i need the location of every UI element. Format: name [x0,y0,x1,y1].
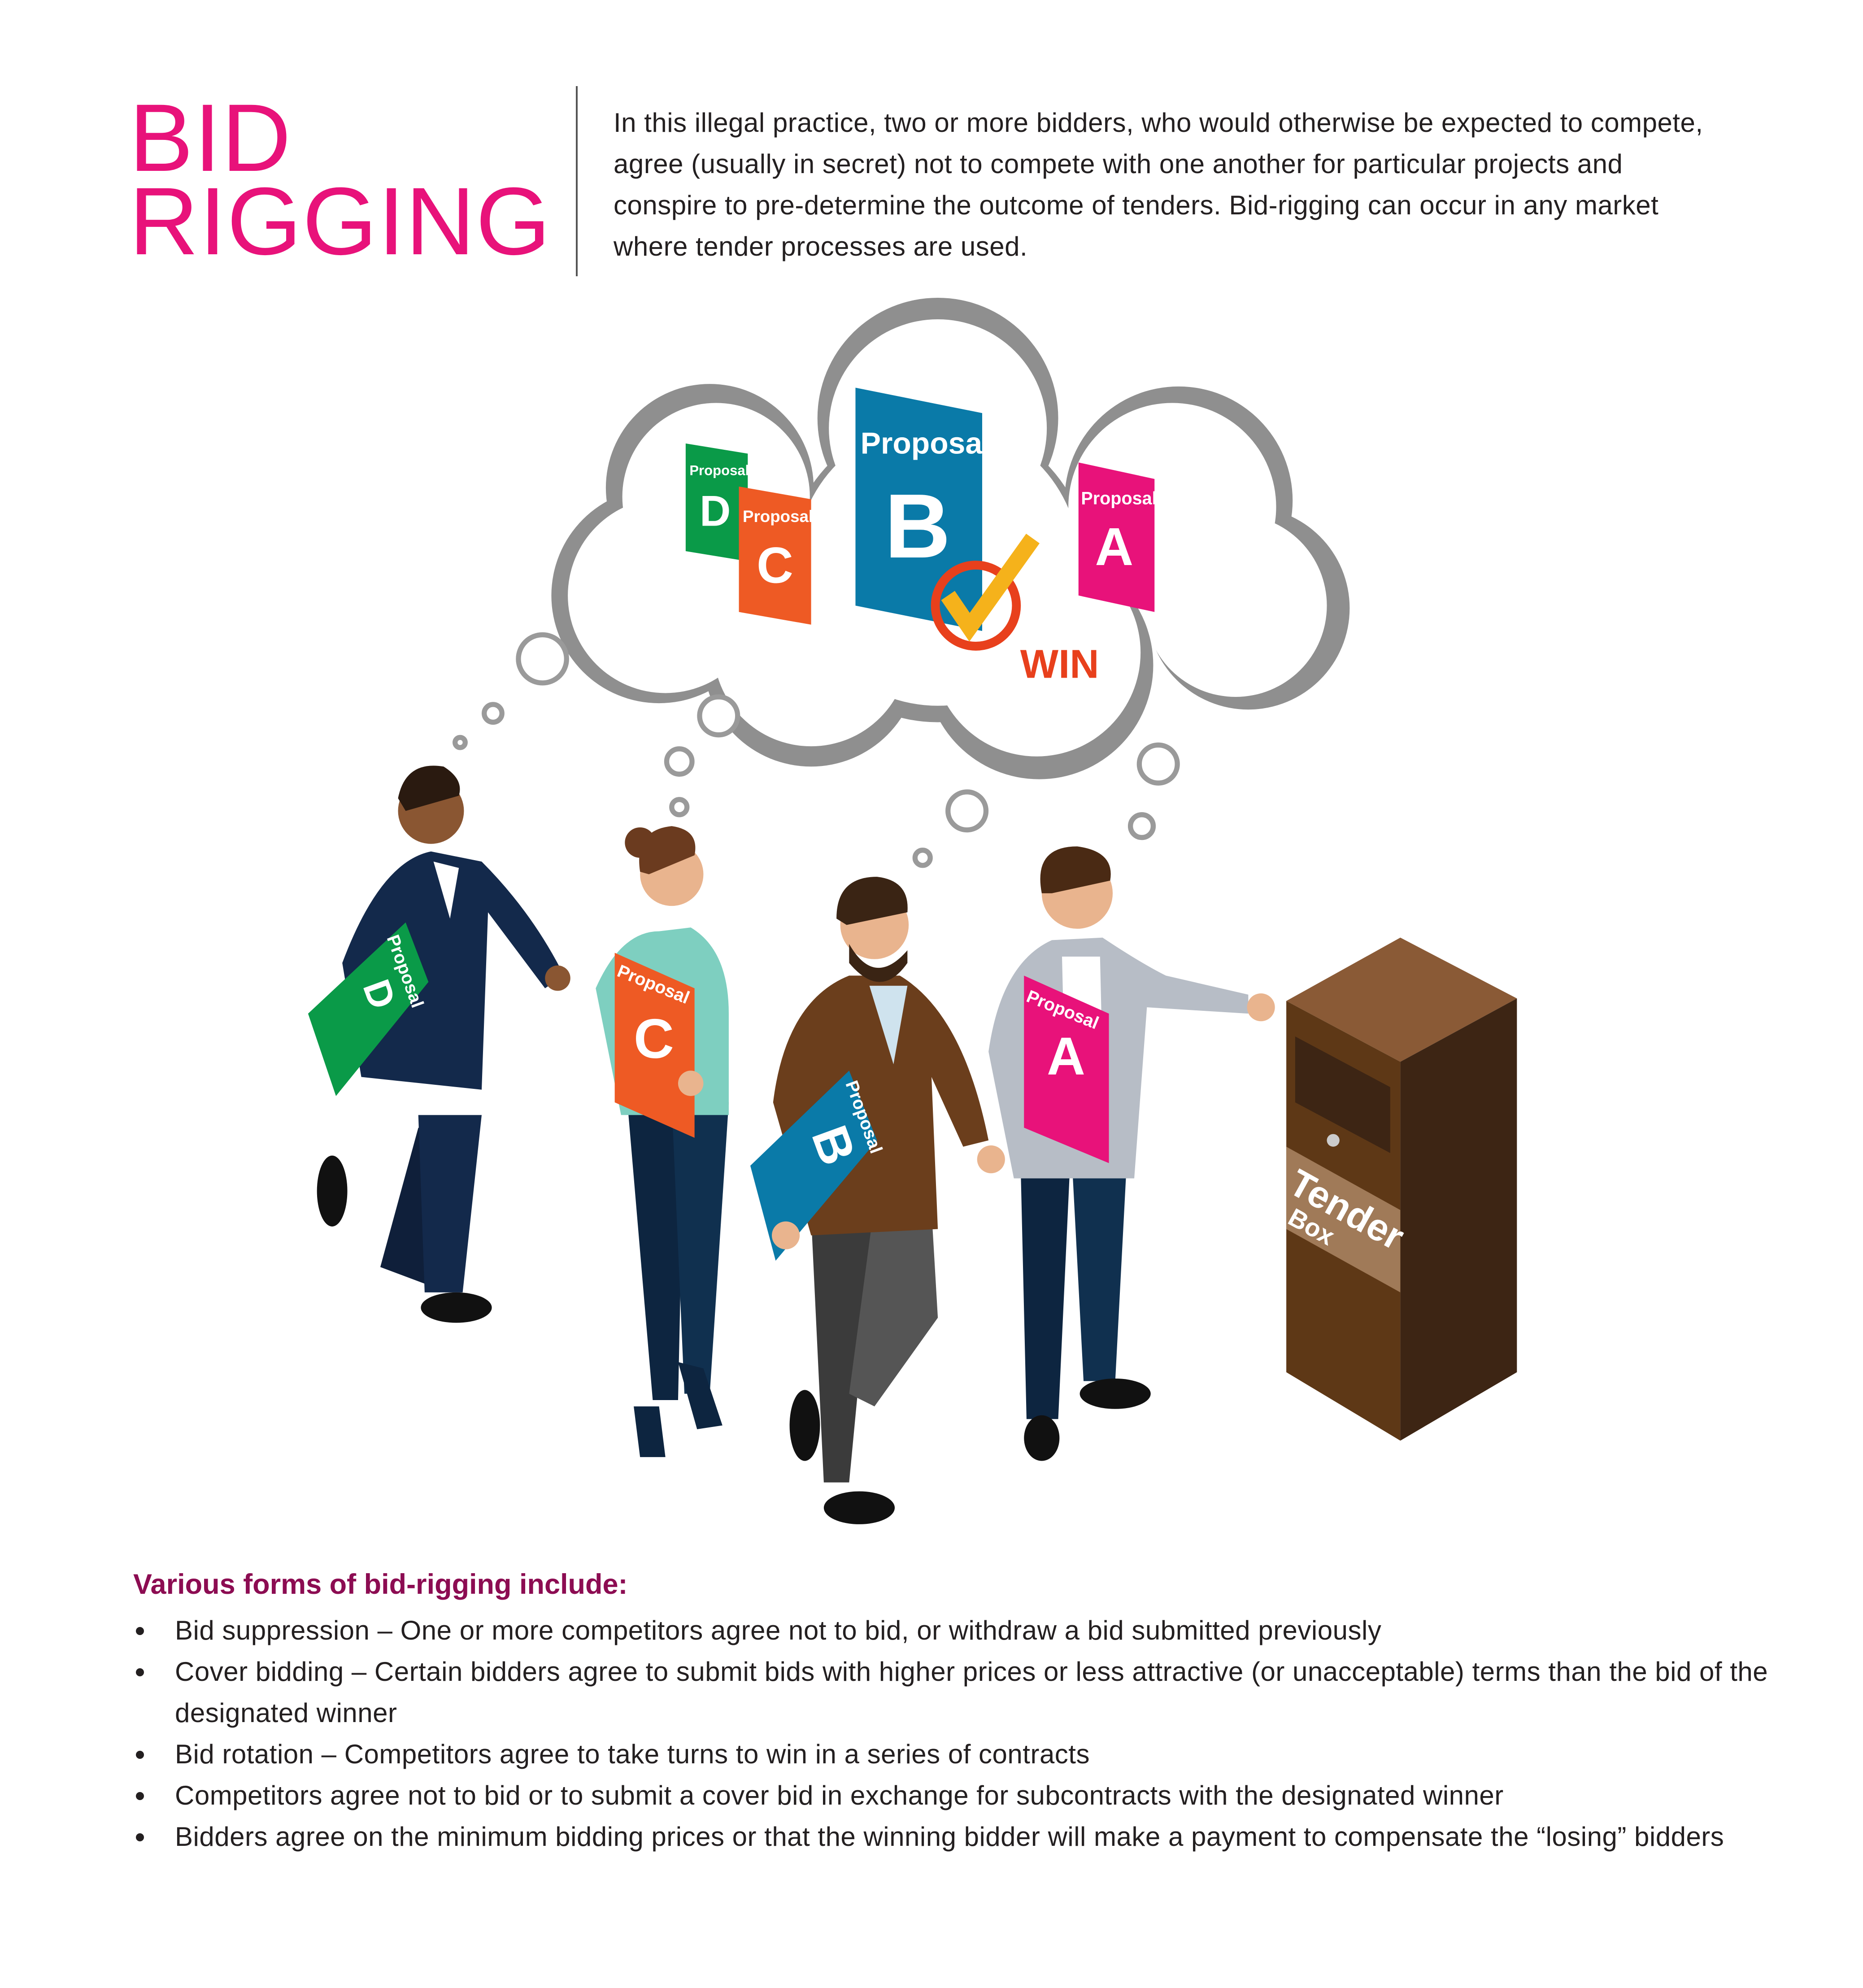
svg-text:A: A [1047,1027,1085,1086]
tender-box: Tender Box [1282,937,1517,1441]
win-label: WIN [1020,642,1099,687]
forms-list: Bid suppression – One or more competitor… [133,1610,1784,1857]
svg-text:C: C [757,537,793,594]
list-item: Competitors agree not to bid or to submi… [133,1775,1784,1816]
win-checkmark-icon [931,534,1040,651]
svg-text:Proposal: Proposal [689,463,749,479]
svg-text:A: A [1095,518,1133,577]
page-title: BID RIGGING [129,84,552,275]
list-item: Bidders agree on the minimum bidding pri… [133,1816,1784,1857]
tender-box-slot [1295,1036,1390,1153]
proposal-d-book: Proposal D [685,443,749,561]
proposal-c-book: Proposal C [739,486,813,625]
svg-text:Proposal: Proposal [861,426,991,460]
title-divider [576,86,578,276]
proposal-a-book: Proposal A [1078,462,1157,612]
bullet-icon [136,1627,144,1635]
bullet-icon [136,1833,144,1841]
bullet-icon [136,1751,144,1759]
list-item: Cover bidding – Certain bidders agree to… [133,1651,1784,1734]
list-item: Bid suppression – One or more competitor… [133,1610,1784,1651]
svg-text:Proposal: Proposal [743,507,813,526]
bidder-c-figure: Proposal C [596,826,729,1457]
title-line-2: RIGGING [129,168,552,275]
bullet-icon [136,1792,144,1800]
intro-paragraph: In this illegal practice, two or more bi… [614,108,1703,261]
forms-heading: Various forms of bid-rigging include: [133,1569,628,1600]
list-item: Bid rotation – Competitors agree to take… [133,1734,1784,1775]
svg-text:C: C [634,1008,674,1070]
bidder-b-figure: Proposal B [750,877,1005,1524]
bidder-a-figure: Proposal A [988,846,1275,1461]
thought-bubbles [453,632,1180,868]
bidder-d-figure: Proposal D [308,766,570,1323]
proposal-b-book: Proposal B [855,387,991,631]
svg-text:Proposal: Proposal [1081,488,1157,508]
title-line-1: BID [129,84,292,191]
bid-rigging-forms-section: Various forms of bid-rigging include: Bi… [133,1565,1784,1857]
svg-text:B: B [884,475,950,577]
bullet-icon [136,1668,144,1676]
svg-text:D: D [700,487,731,535]
